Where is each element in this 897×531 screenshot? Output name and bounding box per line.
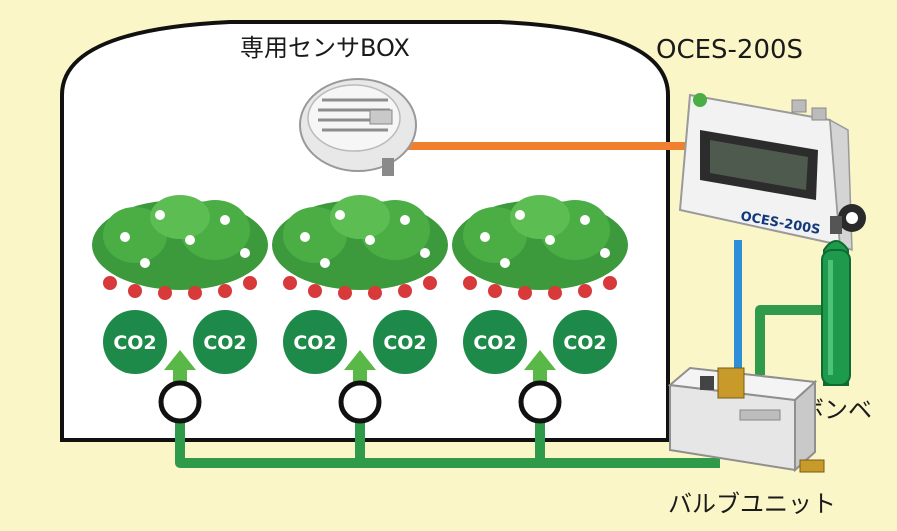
co2-badge: CO2 (373, 310, 437, 374)
co2-badge: CO2 (283, 310, 347, 374)
nozzle-icon (518, 380, 562, 424)
co2-badge-label: CO2 (563, 332, 606, 354)
co2-cylinder-device (821, 204, 866, 386)
plant-group-2 (272, 195, 448, 300)
valve-unit-label: バルブユニット (668, 490, 836, 518)
co2-badge: CO2 (463, 310, 527, 374)
nozzle-icon (158, 380, 202, 424)
co2-badge-label: CO2 (113, 332, 156, 354)
arrow-up-icon (164, 350, 196, 382)
co2-badge: CO2 (103, 310, 167, 374)
co2-badge-label: CO2 (293, 332, 336, 354)
co2-badge-label: CO2 (203, 332, 246, 354)
co2-badge: CO2 (553, 310, 617, 374)
arrow-up-icon (344, 350, 376, 382)
co2-badge: CO2 (193, 310, 257, 374)
nozzle-icon (338, 380, 382, 424)
controller-device: OCES-200S (678, 93, 853, 252)
sensor-box-device (299, 78, 417, 176)
valve-unit-device (667, 366, 825, 473)
controller-label: OCES-200S (656, 35, 803, 65)
co2-badge-label: CO2 (473, 332, 516, 354)
arrow-up-icon (524, 350, 556, 382)
sensor-box-label: 専用センサBOX (240, 34, 410, 62)
plant-group-3 (452, 195, 628, 300)
plant-group-1 (92, 195, 268, 300)
co2-badge-label: CO2 (383, 332, 426, 354)
